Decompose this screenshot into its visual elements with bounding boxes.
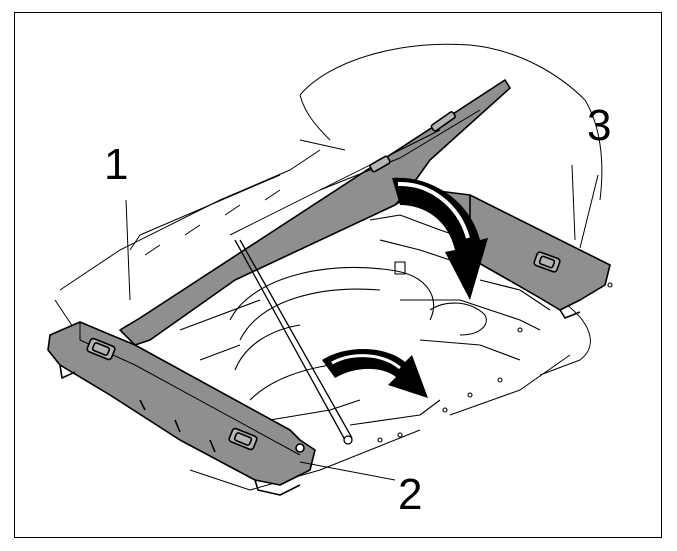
callout-2: 2	[398, 470, 423, 519]
leader-lines	[125, 164, 599, 481]
front-side-panel	[47, 321, 316, 496]
leader-line-1	[125, 199, 131, 301]
right-side-panel	[429, 189, 611, 319]
leader-line-3	[579, 174, 599, 249]
callout-3: 3	[587, 101, 612, 150]
rotate-arrow-large-icon	[392, 177, 488, 300]
rotate-arrow-small-icon	[322, 348, 428, 398]
callout-1: 1	[104, 140, 129, 189]
floor-pan	[179, 214, 613, 443]
support-rod	[234, 239, 353, 445]
leader-line-2	[299, 461, 396, 481]
